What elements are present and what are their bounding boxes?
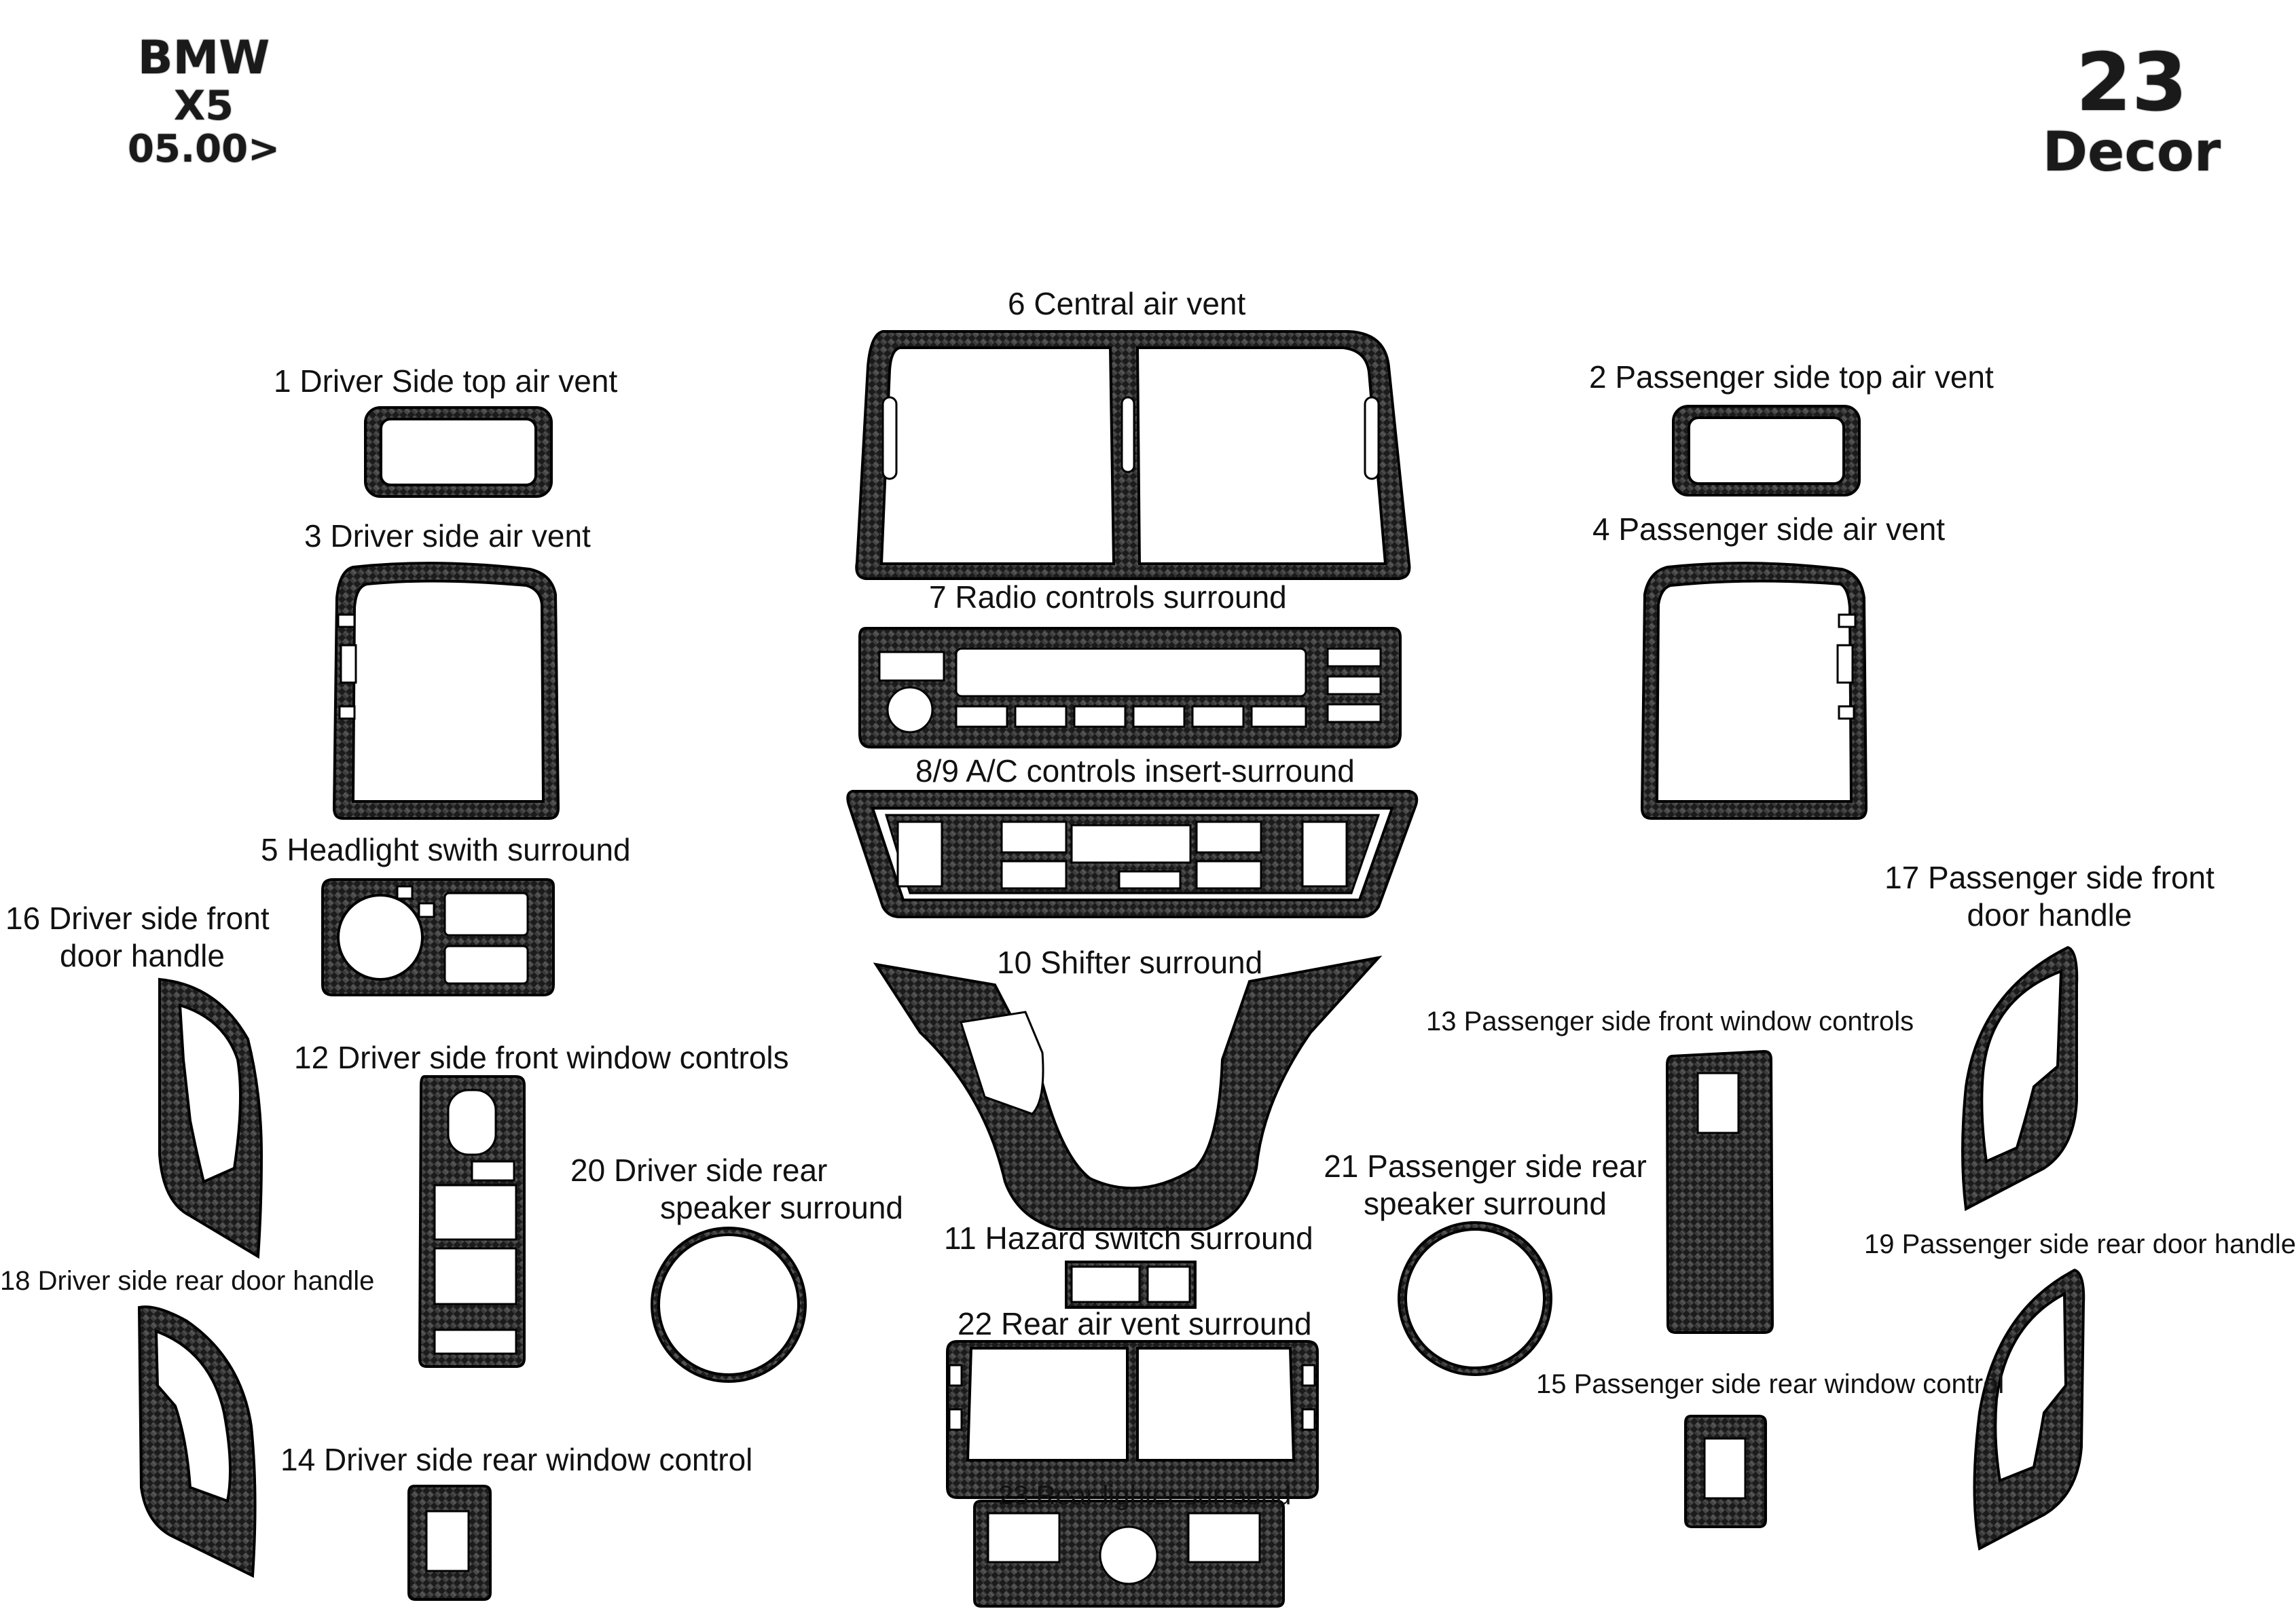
label-part-20-line1: 20 Driver side rear [570,1153,828,1188]
part-2-passenger-top-air-vent [1672,405,1861,496]
product-name: Decor [2042,120,2221,183]
part-20-driver-rear-speaker-surround [651,1227,807,1383]
label-part-17-line2: door handle [1967,897,2132,933]
label-part-21-line2: speaker surround [1364,1186,1607,1222]
label-part-6: 6 Central air vent [1008,286,1246,321]
part-16-driver-front-door-handle [158,977,263,1259]
label-part-15: 15 Passenger side rear window control [1536,1369,2005,1399]
label-part-19: 19 Passenger side rear door handle [1864,1229,2296,1259]
label-part-17-line1: 17 Passenger side front [1884,860,2215,895]
label-part-5: 5 Headlight swith surround [261,832,631,867]
part-21-passenger-rear-speaker-surround [1398,1221,1553,1376]
label-part-3: 3 Driver side air vent [304,518,591,554]
part-3-driver-side-air-vent [332,562,560,820]
label-part-20: 20 Driver side rear speaker surround [570,1152,903,1227]
part-4-passenger-side-air-vent [1640,562,1868,820]
label-part-8-9: 8/9 A/C controls insert-surround [915,753,1355,789]
part-1-driver-top-air-vent [364,406,553,498]
label-part-2: 2 Passenger side top air vent [1589,359,1994,395]
label-part-4: 4 Passenger side air vent [1592,511,1946,547]
label-part-12: 12 Driver side front window controls [294,1040,789,1075]
label-part-21-line1: 21 Passenger side rear [1324,1149,1647,1184]
label-part-16-line2: door handle [60,938,225,974]
part-22-rear-air-vent-surround [946,1340,1319,1499]
vehicle-year: 05.00> [127,127,280,171]
part-10-shifter-surround [873,955,1383,1231]
label-part-18: 18 Driver side rear door handle [0,1266,375,1296]
label-part-16: 16 Driver side front door handle [5,900,304,975]
part-19-passenger-rear-door-handle [1973,1268,2085,1551]
label-part-7: 7 Radio controls surround [929,579,1287,615]
piece-count: 23 [2075,35,2188,129]
vehicle-model: X5 [173,82,234,130]
part-8-9-ac-controls-surround [846,790,1419,918]
part-18-driver-rear-door-handle [137,1305,257,1578]
label-part-14: 14 Driver side rear window control [280,1442,753,1477]
vehicle-make: BMW [137,31,270,85]
label-part-1: 1 Driver Side top air vent [274,363,618,399]
label-part-17: 17 Passenger side front door handle [1846,859,2253,934]
part-17-passenger-front-door-handle [1961,945,2079,1212]
label-part-10: 10 Shifter surround [997,945,1263,980]
label-part-23: 23 Rear lighter surround [998,1481,1292,1511]
kit-info: 23 Decor [2030,42,2234,179]
label-part-20-line2: speaker surround [660,1190,903,1226]
label-part-11: 11 Hazard switch surround [944,1221,1313,1256]
label-part-21: 21 Passenger side rear speaker surround [1319,1148,1652,1223]
vehicle-info: BMW X5 05.00> [102,35,306,168]
label-part-16-line1: 16 Driver side front [5,901,270,936]
label-part-22: 22 Rear air vent surround [958,1306,1312,1341]
label-part-13: 13 Passenger side front window controls [1426,1007,1914,1036]
part-13-passenger-front-window-controls [1665,1049,1774,1334]
